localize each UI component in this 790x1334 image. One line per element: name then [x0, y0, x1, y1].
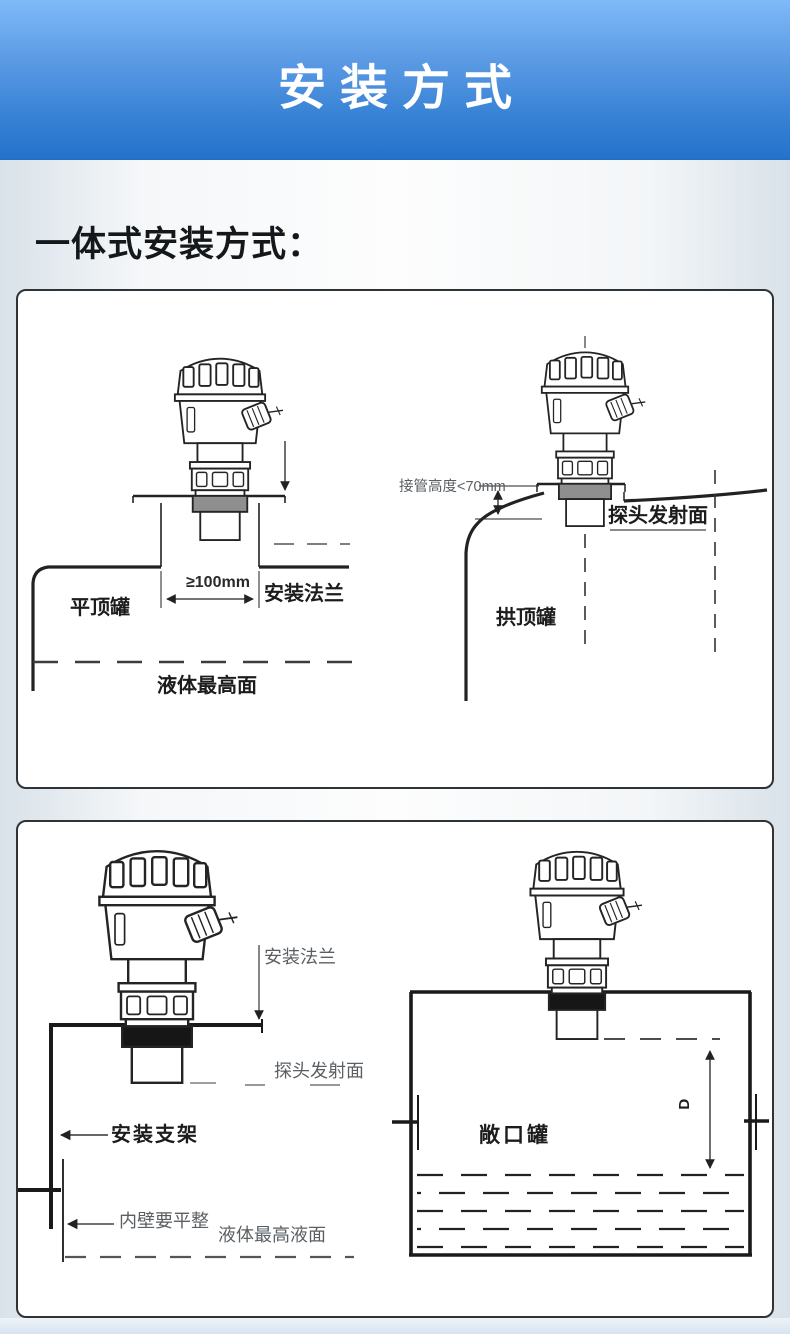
max-liquid-label-flat: 液体最高面 [157, 675, 257, 697]
max-liquid-label-bracket: 液体最高液面 [218, 1225, 326, 1245]
dim-min-distance-label: ≥100mm [186, 574, 250, 591]
flange-label-flat: 安装法兰 [264, 583, 344, 605]
pipe-height-label: 接管高度<70mm [399, 479, 506, 495]
bracket-label: 安装支架 [111, 1124, 199, 1146]
probe-face-label-bracket: 探头发射面 [274, 1061, 364, 1081]
open-tank-label: 敞口罐 [479, 1124, 551, 1147]
probe-face-label-dome: 探头发射面 [608, 505, 708, 527]
bottom-strip [0, 1318, 790, 1334]
dome-top-tank-label: 拱顶罐 [496, 607, 556, 629]
panel-flange-mounting: ≥100mm 安装法兰 平顶罐 液体最高面 接管高度<70mm 探头发射面 拱顶… [16, 289, 774, 789]
flat-top-tank-label: 平顶罐 [70, 597, 130, 619]
section-title: 一体式安装方式： [35, 225, 324, 264]
page-title: 安装方式 [277, 62, 526, 115]
diagram-bracket-and-open-tank [18, 850, 769, 1262]
panel-bracket-mounting: 安装法兰 探头发射面 安装支架 内壁要平整 液体最高液面 敞口罐 D [16, 820, 774, 1318]
inner-wall-label: 内壁要平整 [119, 1211, 209, 1231]
depth-dimension-label: D [676, 1098, 694, 1110]
header-banner: 安装方式 [0, 0, 790, 160]
flange-label-bracket: 安装法兰 [264, 947, 336, 967]
diagram-flat-and-dome-tank [31, 336, 768, 701]
